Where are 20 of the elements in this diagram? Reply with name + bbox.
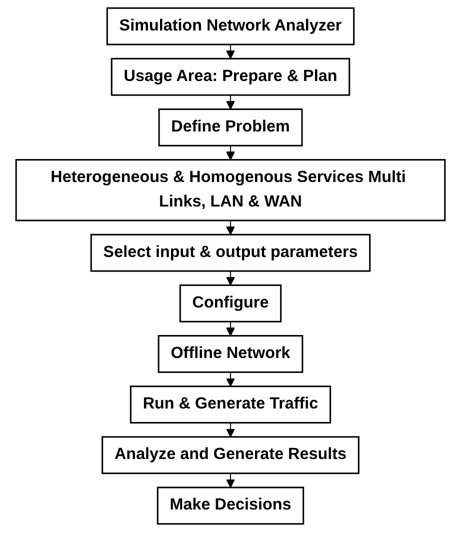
arrow [226,473,235,488]
arrow [226,220,235,236]
node-box [158,335,304,373]
arrow [226,372,235,387]
node-box [110,58,350,96]
flowchart: Simulation Network Analyzer Usage Area: Prepare & Plan Define Problem Heterogeneous & Homogenous Services Multi Links, LAN & WAN Select input & output parameters Configure Offline Network Run & Generate Traffic Analyze and Generate Results Make Decisions [8,0,453,532]
arrow [226,422,235,438]
node-box [130,386,332,424]
node-box [179,284,282,322]
node-box [106,7,355,46]
arrow [226,95,235,110]
arrow [226,271,235,286]
arrow [226,44,235,60]
arrow [226,322,235,336]
node-box [156,486,304,525]
node-box [102,436,360,474]
node-box [90,234,371,272]
node-box [15,159,446,222]
node-box [158,108,303,146]
arrow [226,146,235,160]
